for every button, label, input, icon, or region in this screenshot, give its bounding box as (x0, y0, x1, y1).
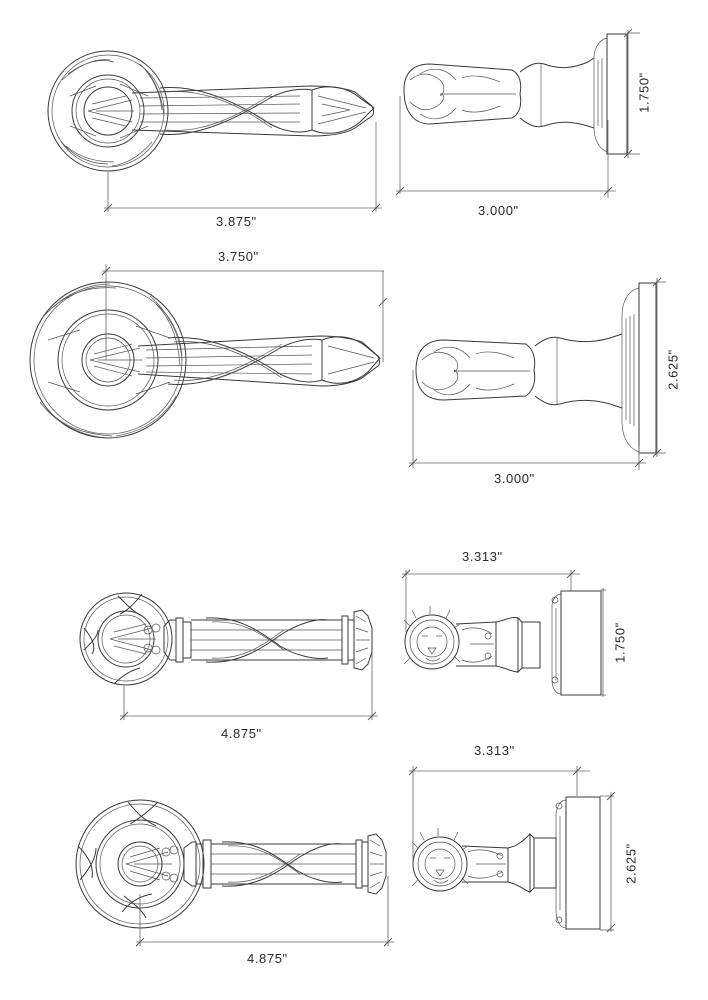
dimension-label-handle-3-front-width: 4.875" (221, 726, 262, 741)
dimension-line-3313-b (408, 766, 590, 860)
handle-4-side-drawing (411, 796, 601, 930)
dimension-line-3875 (103, 122, 382, 213)
dimension-label-handle-4-front-width: 4.875" (247, 951, 288, 966)
dimension-label-handle-4-side-height: 2.625" (623, 843, 639, 884)
dimension-label-handle-3-side-height: 1.750" (612, 622, 628, 663)
dimension-line-2625-a (652, 277, 666, 458)
dimension-line-4875-a (119, 652, 378, 721)
dimension-line-1750-b (601, 588, 606, 697)
dimension-label-handle-1-front-width: 3.875" (216, 214, 257, 229)
dimension-line-2625-b (600, 791, 616, 933)
handle-4-front-drawing (75, 799, 387, 929)
dimension-label-handle-1-side-height: 1.750" (636, 72, 652, 113)
dimension-label-handle-2-side-length: 3.000" (494, 471, 535, 486)
handle-1-front-drawing (47, 50, 375, 172)
handle-3-side-drawing (403, 590, 602, 696)
handle-2-front-drawing (29, 281, 381, 439)
dimension-line-3750 (101, 264, 388, 362)
dimension-line-3000-b (408, 370, 646, 470)
dimension-line-4875-b (135, 876, 394, 947)
handle-2-side-drawing (415, 282, 657, 454)
dimension-label-handle-2-side-height: 2.625" (665, 349, 681, 390)
dimension-label-handle-3-side-length: 3.313" (462, 549, 503, 564)
dimension-label-handle-2-front-width: 3.750" (218, 249, 259, 264)
dimension-line-3000-a (395, 96, 616, 198)
dimension-label-handle-4-side-length: 3.313" (474, 743, 515, 758)
handle-3-front-drawing (79, 592, 373, 686)
dimension-line-3313-a (401, 569, 580, 632)
handle-1-side-drawing (403, 33, 628, 155)
dimension-line-1750-a (623, 28, 640, 159)
dimension-label-handle-1-side-length: 3.000" (478, 203, 519, 218)
